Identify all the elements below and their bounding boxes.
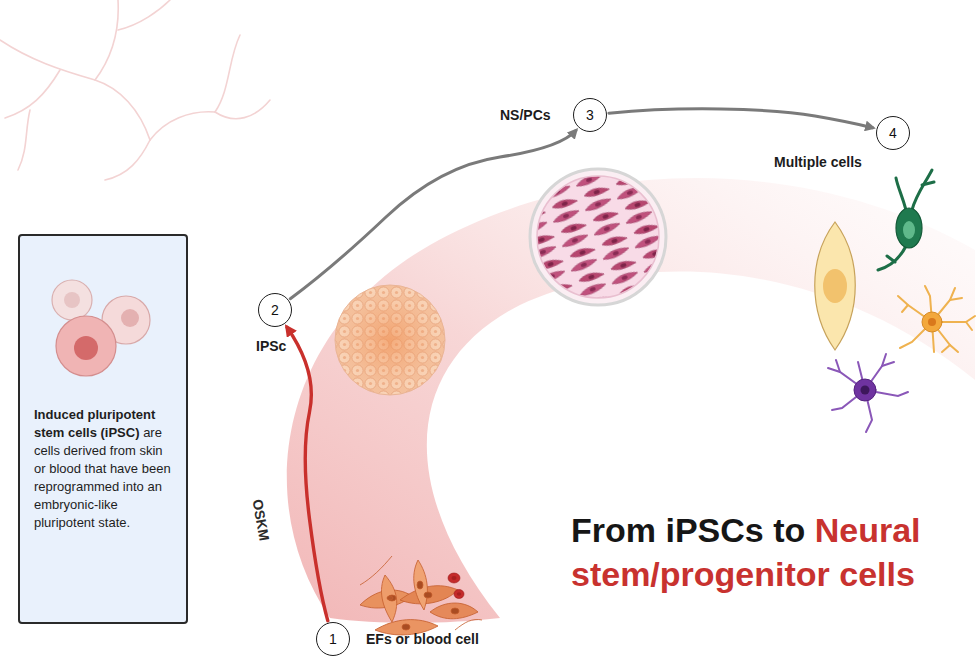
info-box: Induced pluripotent stem cells (iPSC)are… <box>18 234 188 624</box>
diagram-title: From iPSCs to Neural stem/progenitor cel… <box>571 508 973 596</box>
neuron-green <box>878 170 934 270</box>
info-heading: Induced pluripotent stem cells (iPSC) <box>34 407 155 440</box>
info-text: Induced pluripotent stem cells (iPSC)are… <box>34 406 172 532</box>
edge-label: OSKM <box>249 496 273 544</box>
stage-label: EFs or blood cell <box>366 631 479 647</box>
stage-label: IPSc <box>256 338 286 354</box>
info-body: are cells derived from skin or blood tha… <box>34 425 171 530</box>
cell-icon <box>20 236 186 396</box>
fibroblast-cells <box>360 556 482 635</box>
neuron-purple <box>828 354 908 432</box>
blood-cells <box>448 573 464 599</box>
astrocyte <box>898 286 975 352</box>
ipsc-colony <box>335 285 445 395</box>
process-arrow <box>609 109 873 128</box>
callout-number: 3 <box>573 98 607 132</box>
vessel-decoration <box>0 0 270 180</box>
stage-label: NS/PCs <box>500 107 551 123</box>
number-text: 1 <box>329 632 337 646</box>
process-arrow <box>290 131 576 299</box>
process-arrow <box>287 327 328 620</box>
petri-dish <box>530 169 666 305</box>
number-text: 3 <box>586 108 594 122</box>
spindle-cell <box>815 222 856 350</box>
callout-number: 2 <box>258 293 292 327</box>
callout-number: 1 <box>316 622 350 656</box>
number-text: 4 <box>889 126 897 140</box>
callout-number: 4 <box>876 116 910 150</box>
stage-label: Multiple cells <box>774 154 862 170</box>
number-text: 2 <box>271 303 279 317</box>
